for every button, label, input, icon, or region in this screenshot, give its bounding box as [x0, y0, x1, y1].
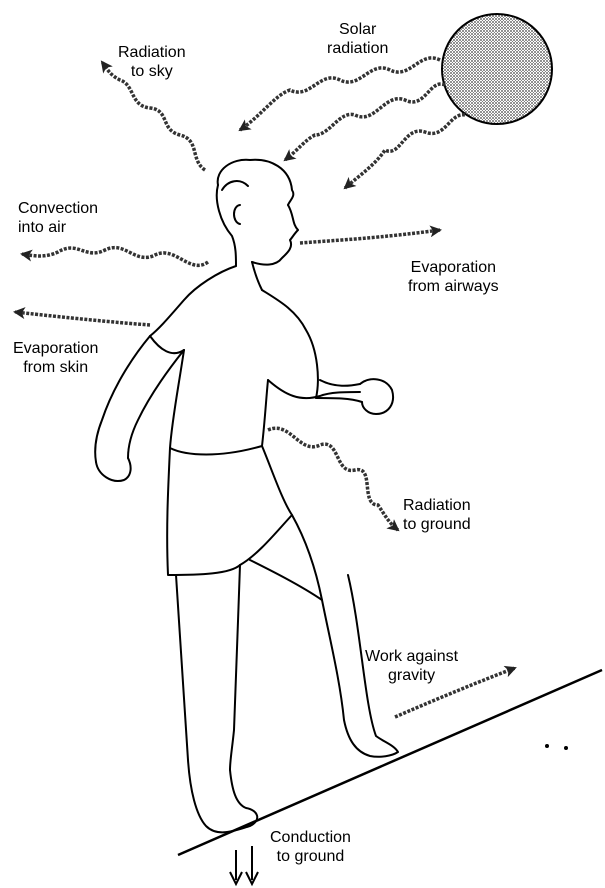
label-radiation-to-sky: Radiation to sky: [118, 43, 186, 81]
label-conduction: Conduction to ground: [270, 828, 351, 866]
label-line: to sky: [118, 62, 186, 81]
label-line: Conduction: [270, 828, 351, 847]
ground-slope: [178, 670, 602, 855]
solar-radiation-arrow-2: [285, 84, 445, 160]
label-line: Radiation: [118, 43, 186, 62]
label-line: from airways: [408, 277, 499, 296]
radiation-ground-arrow: [268, 428, 398, 530]
label-line: radiation: [327, 39, 388, 58]
label-line: Evaporation: [408, 258, 499, 277]
label-line: Evaporation: [13, 339, 98, 358]
evaporation-airways-arrow: [300, 230, 440, 243]
label-line: Radiation: [403, 496, 471, 515]
evaporation-skin-arrow: [15, 312, 150, 325]
solar-radiation-arrow-3: [345, 115, 465, 188]
walking-man-figure: [95, 160, 398, 833]
label-evaporation-skin: Evaporation from skin: [13, 339, 98, 377]
label-convection: Convection into air: [18, 199, 98, 237]
convection-arrow: [22, 248, 208, 266]
label-solar-radiation: Solar radiation: [327, 20, 388, 58]
label-line: Work against: [365, 647, 458, 666]
label-evaporation-airways: Evaporation from airways: [408, 258, 499, 296]
label-line: into air: [18, 218, 98, 237]
label-line: to ground: [270, 847, 351, 866]
conduction-arrows: [230, 846, 258, 884]
label-line: gravity: [365, 666, 458, 685]
label-radiation-to-ground: Radiation to ground: [403, 496, 471, 534]
label-line: Convection: [18, 199, 98, 218]
label-line: Solar: [327, 20, 388, 39]
label-line: from skin: [13, 358, 98, 377]
label-work-against-gravity: Work against gravity: [365, 647, 458, 685]
sun-icon: [442, 14, 552, 124]
label-line: to ground: [403, 515, 471, 534]
